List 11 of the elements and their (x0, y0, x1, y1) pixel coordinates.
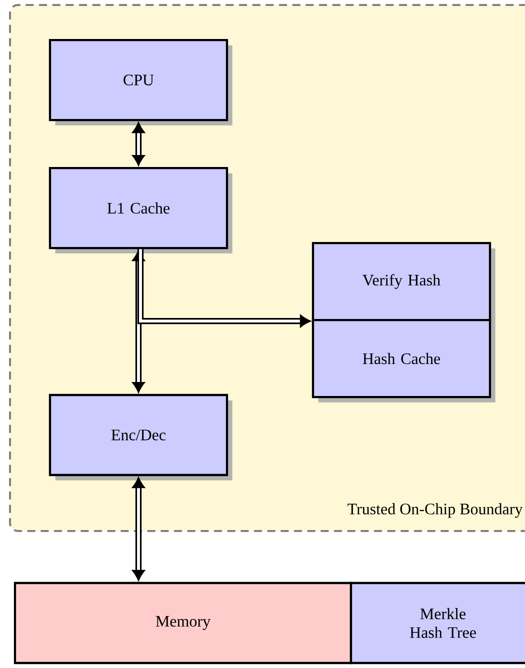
arrow (132, 122, 145, 166)
process-box: Verify Hash (312, 242, 496, 326)
process-box: Hash Cache (312, 318, 496, 402)
process-box: L1 Cache (48, 166, 232, 254)
process-box: Merkle Hash Tree (350, 582, 525, 664)
process-box: Enc/Dec (48, 394, 232, 480)
process-box: CPU (48, 38, 232, 126)
arrow (137, 249, 311, 328)
arrow (132, 477, 145, 581)
arrow (132, 250, 145, 393)
process-box: Memory (14, 582, 352, 664)
